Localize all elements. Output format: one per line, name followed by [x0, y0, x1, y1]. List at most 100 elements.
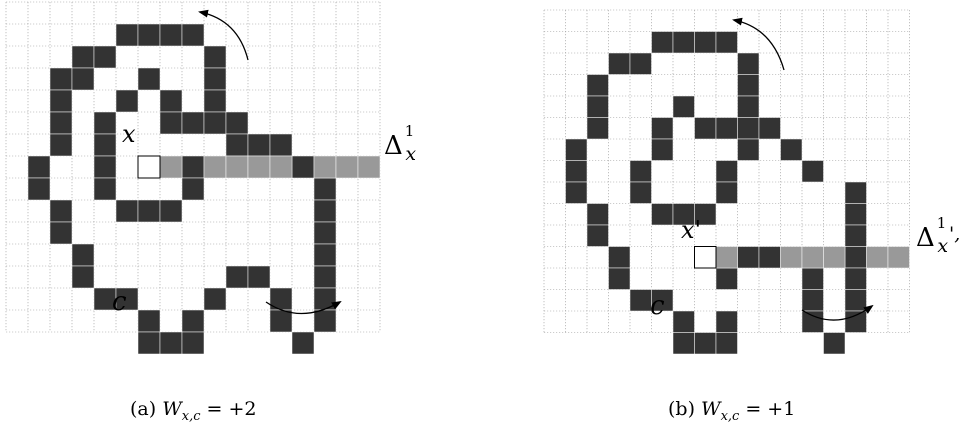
path-cell [49, 133, 73, 157]
path-cell [115, 287, 139, 311]
path-cell [137, 199, 161, 223]
path-cell [27, 155, 51, 179]
path-cell [49, 199, 73, 223]
path-cell [586, 203, 609, 226]
path-cell [115, 89, 139, 113]
path-cell [291, 331, 315, 355]
path-cell [159, 199, 183, 223]
curve-c-b [565, 31, 867, 355]
path-cell [586, 95, 609, 118]
path-cell [565, 181, 588, 204]
path-cell [203, 287, 227, 311]
ray-cell [866, 246, 889, 269]
path-cell [203, 111, 227, 135]
path-cell [269, 309, 293, 333]
path-cell [737, 52, 760, 75]
ray-delta-a [159, 155, 381, 179]
ray-cell [801, 246, 824, 269]
path-cell [49, 67, 73, 91]
path-cell [672, 31, 695, 54]
path-cell [203, 67, 227, 91]
path-cell [737, 95, 760, 118]
path-cell [737, 74, 760, 97]
ray-cell [225, 155, 249, 179]
path-cell [715, 332, 738, 355]
path-cell [801, 289, 824, 312]
path-cell [137, 331, 161, 355]
path-cell [313, 287, 337, 311]
path-cell [225, 111, 249, 135]
path-cell [758, 117, 781, 140]
path-cell [608, 246, 631, 269]
path-cell [93, 177, 117, 201]
path-cell [586, 224, 609, 247]
path-cell [181, 331, 205, 355]
path-cell [629, 289, 652, 312]
path-cell [49, 111, 73, 135]
path-cell [159, 331, 183, 355]
ray-cell [247, 155, 271, 179]
path-cell [93, 111, 117, 135]
curve-label-c: c [112, 287, 127, 317]
path-cell [844, 310, 867, 333]
point-label-x: x [122, 120, 136, 148]
path-cell [737, 246, 760, 269]
path-cell [651, 203, 674, 226]
path-cell [313, 265, 337, 289]
path-cell [137, 67, 161, 91]
ray-delta-b [715, 246, 910, 269]
path-cell [71, 265, 95, 289]
path-cell [586, 74, 609, 97]
path-cell [203, 45, 227, 69]
path-cell [115, 199, 139, 223]
path-cell [715, 181, 738, 204]
path-cell [181, 309, 205, 333]
path-cell [225, 265, 249, 289]
path-cell [844, 203, 867, 226]
path-cell [181, 111, 205, 135]
path-cell [801, 267, 824, 290]
path-cell [247, 133, 271, 157]
path-cell [780, 138, 803, 161]
path-cell [313, 177, 337, 201]
ray-cell [357, 155, 381, 179]
path-cell [629, 160, 652, 183]
path-cell [71, 67, 95, 91]
path-cell [93, 155, 117, 179]
ray-cell [715, 246, 738, 269]
ray-cell [887, 246, 910, 269]
ray-cell [335, 155, 359, 179]
path-cell [313, 243, 337, 267]
path-cell [715, 31, 738, 54]
path-cell [608, 267, 631, 290]
path-cell [137, 23, 161, 47]
path-cell [137, 309, 161, 333]
path-cell [715, 267, 738, 290]
counterclockwise-bottom-arrow [801, 304, 874, 321]
path-cell [694, 332, 717, 355]
path-cell [715, 160, 738, 183]
path-cell [49, 89, 73, 113]
path-cell [203, 89, 227, 113]
path-cell [159, 111, 183, 135]
path-cell [93, 45, 117, 69]
ray-cell [159, 155, 183, 179]
path-cell [801, 310, 824, 333]
path-cell [801, 160, 824, 183]
path-cell [672, 310, 695, 333]
point-x-cell [137, 155, 161, 179]
path-cell [694, 117, 717, 140]
path-cell [608, 52, 631, 75]
path-cell [71, 45, 95, 69]
path-cell [651, 289, 674, 312]
point-x-prime-cell [694, 246, 717, 269]
path-cell [181, 23, 205, 47]
point-label-x-prime: x' [681, 216, 701, 244]
path-cell [225, 133, 249, 157]
path-cell [181, 177, 205, 201]
path-cell [737, 117, 760, 140]
ray-cell [780, 246, 803, 269]
path-cell [629, 181, 652, 204]
curve-c-a [27, 23, 337, 355]
